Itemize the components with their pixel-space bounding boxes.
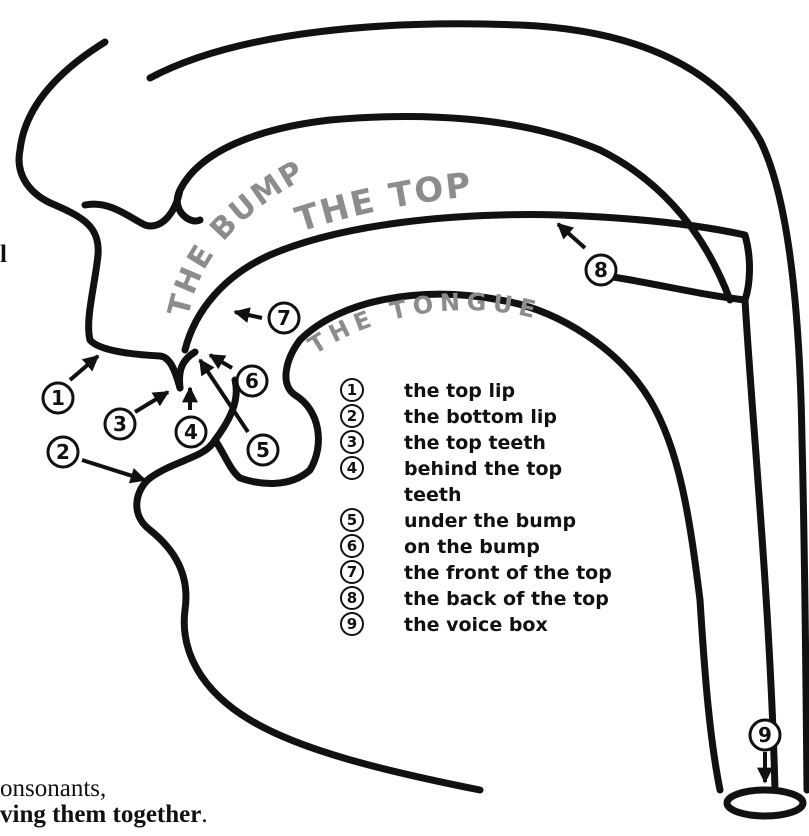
arrow-6 — [210, 355, 232, 368]
cropped-text-bottom-1: onsonants, — [0, 775, 106, 803]
legend-label: the top lip — [404, 378, 515, 404]
legend-label: under the bump — [404, 508, 576, 534]
legend-number: 5 — [340, 508, 364, 532]
svg-text:THE TOP: THE TOP — [291, 165, 475, 240]
legend-number: 4 — [340, 456, 364, 480]
legend-label: the top teeth — [404, 430, 546, 456]
arrow-8 — [558, 224, 585, 248]
legend-label: the voice box — [404, 612, 548, 638]
top-teeth — [180, 352, 195, 388]
region-label-tongue: THE TONGUE — [303, 288, 544, 360]
marker-4: 4 — [184, 420, 198, 444]
cropped-text-bottom-2: ving them together. — [0, 801, 208, 829]
arrow-1 — [70, 356, 98, 380]
legend-number: 2 — [340, 404, 364, 428]
legend-item: 3 the top teeth — [340, 430, 612, 456]
cropped-text-left: l — [0, 241, 7, 269]
legend-label: the back of the top — [404, 586, 609, 612]
marker-1: 1 — [51, 386, 65, 410]
marker-6: 6 — [245, 369, 259, 393]
legend-item: 5 under the bump — [340, 508, 612, 534]
legend-item: 2 the bottom lip — [340, 404, 612, 430]
legend-label: behind the top — [404, 456, 562, 482]
svg-text:THE TONGUE: THE TONGUE — [303, 288, 544, 360]
arrow-2 — [82, 460, 145, 480]
marker-5: 5 — [256, 438, 270, 462]
legend-label: on the bump — [404, 534, 540, 560]
marker-9: 9 — [758, 723, 772, 747]
head-outline — [19, 42, 180, 388]
arrow-7 — [235, 312, 262, 318]
palate-outline — [177, 190, 200, 221]
cropped-text-bottom-2-bold: ving them together — [0, 801, 201, 828]
marker-3: 3 — [113, 412, 127, 436]
legend-number: 3 — [340, 430, 364, 454]
hard-palate — [185, 215, 750, 350]
legend-number: 7 — [340, 560, 364, 584]
legend-number: 6 — [340, 534, 364, 558]
legend-item: 1 the top lip — [340, 378, 612, 404]
legend: 1 the top lip 2 the bottom lip 3 the top te… — [340, 378, 612, 638]
marker-7: 7 — [277, 306, 291, 330]
legend-number: 8 — [340, 586, 364, 610]
legend-number: 9 — [340, 612, 364, 636]
legend-label: the bottom lip — [404, 404, 557, 430]
legend-label-continued: teeth — [404, 482, 612, 508]
legend-number: 1 — [340, 378, 364, 402]
legend-item: 6 on the bump — [340, 534, 612, 560]
legend-item: 4 behind the top — [340, 456, 612, 482]
legend-item: 8 the back of the top — [340, 586, 612, 612]
region-label-top: THE TOP — [291, 165, 475, 240]
legend-item: 9 the voice box — [340, 612, 612, 638]
voice-box — [727, 790, 803, 816]
arrow-3 — [135, 392, 168, 412]
marker-8: 8 — [594, 258, 608, 282]
legend-item: 7 the front of the top — [340, 560, 612, 586]
marker-2: 2 — [56, 440, 70, 464]
pharynx-wall — [745, 300, 775, 790]
legend-label: the front of the top — [404, 560, 612, 586]
